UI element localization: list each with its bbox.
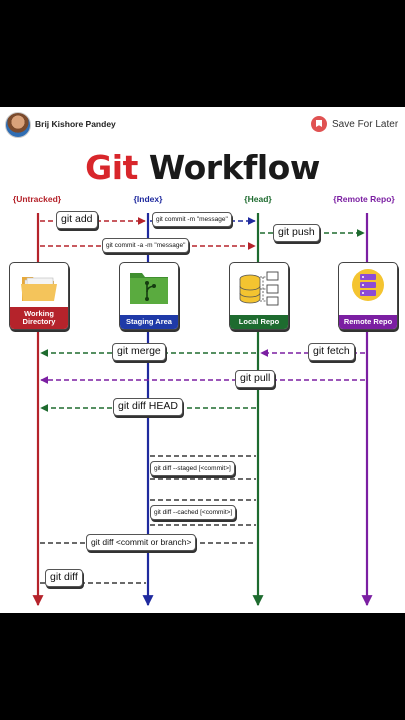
bookmark-icon [311, 116, 327, 132]
save-for-later-label: Save For Later [332, 118, 399, 130]
cmd-git-push: git push [273, 224, 320, 242]
column-label-untracked: {Untracked} [12, 194, 62, 204]
page-title: Git Workflow [0, 148, 405, 187]
box-working-directory: Working Directory [9, 262, 69, 330]
column-label-head: {Head} [244, 194, 272, 204]
box-label-local-repo: Local Repo [230, 315, 288, 329]
cmd-git-diff-cached: git diff --cached [<commit>] [150, 505, 237, 521]
box-staging-area: Staging Area [119, 262, 179, 330]
cmd-git-diff-commit: git diff <commit or branch> [86, 534, 197, 552]
header: Brij Kishore Pandey Save For Later [0, 107, 405, 141]
box-local-repo: Local Repo [229, 262, 289, 330]
database-icon [239, 271, 279, 306]
cmd-git-merge: git merge [112, 343, 166, 361]
server-icon [352, 269, 384, 301]
title-workflow: Workflow [148, 148, 320, 187]
git-branch-folder-icon [130, 273, 168, 304]
box-label-staging-area: Staging Area [120, 315, 178, 329]
cmd-git-add: git add [56, 211, 98, 229]
infographic-card: Brij Kishore Pandey Save For Later Git W… [0, 107, 405, 613]
save-for-later-button[interactable]: Save For Later [311, 113, 398, 135]
folder-icon [21, 277, 57, 301]
box-label-working-directory: Working Directory [10, 307, 68, 329]
cmd-git-commit: git commit -m "message" [152, 212, 232, 228]
title-git: Git [85, 148, 138, 187]
cmd-git-diff: git diff [45, 569, 83, 587]
cmd-git-fetch: git fetch [308, 343, 355, 361]
box-label-remote-repo: Remote Repo [339, 315, 397, 329]
column-label-remote: {Remote Repo} [333, 194, 395, 204]
column-label-index: {Index} [133, 194, 163, 204]
author-name: Brij Kishore Pandey [35, 119, 116, 129]
cmd-git-diff-head: git diff HEAD [113, 398, 183, 416]
cmd-git-diff-staged: git diff --staged [<commit>] [150, 461, 235, 477]
cmd-git-commit-a: git commit -a -m "message" [102, 238, 190, 254]
box-remote-repo: Remote Repo [338, 262, 398, 330]
author-avatar [5, 112, 31, 138]
cmd-git-pull: git pull [235, 370, 276, 388]
